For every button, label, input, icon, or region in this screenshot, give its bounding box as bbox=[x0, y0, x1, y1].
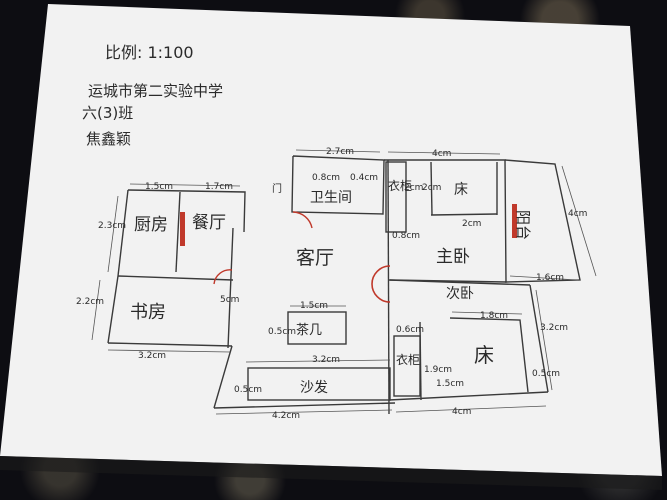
dim-sofa-small: 0.5cm bbox=[234, 385, 262, 395]
dim-balcony-width: 1.6cm bbox=[536, 273, 564, 283]
dim-wardrobe2-height: 1.5cm bbox=[436, 379, 464, 389]
scale-label: 比例: 1:100 bbox=[105, 43, 194, 62]
class-label: 六(3)班 bbox=[82, 104, 133, 122]
room-study: 书房 bbox=[130, 302, 166, 323]
label-door: 门 bbox=[272, 182, 282, 195]
dim-dining-width: 1.7cm bbox=[205, 182, 233, 192]
dim-bed2-width: 1.8cm bbox=[480, 311, 508, 321]
room-kitchen: 厨房 bbox=[134, 215, 168, 235]
room-master: 主卧 bbox=[436, 247, 470, 267]
dim-bath-small: 0.8cm bbox=[312, 173, 340, 183]
dim-bottom-right: 4cm bbox=[452, 407, 471, 417]
school-label: 运城市第二实验中学 bbox=[88, 82, 223, 100]
label-bed-top: 床 bbox=[454, 182, 468, 198]
label-wardrobe-top: 衣柜 bbox=[388, 178, 412, 193]
dim-bed1-height: 2cm bbox=[422, 183, 441, 193]
red-door-marks bbox=[180, 204, 517, 303]
label-tea-table: 茶几 bbox=[296, 322, 322, 338]
author-label: 焦鑫颖 bbox=[86, 130, 131, 148]
dim-sofa-width: 3.2cm bbox=[312, 355, 340, 365]
paper-shadow bbox=[0, 456, 662, 490]
dimension-lines bbox=[91, 149, 597, 415]
dim-kitchen-height: 2.3cm bbox=[98, 221, 126, 231]
room-balcony: 阳台 bbox=[514, 210, 532, 240]
dim-bed1-width: 2cm bbox=[462, 219, 481, 229]
dim-bed2-height: 1.9cm bbox=[424, 365, 452, 375]
dim-second-small: 0.6cm bbox=[396, 325, 424, 335]
dim-bath-small2: 0.4cm bbox=[350, 173, 378, 183]
dim-bottom-left: 4.2cm bbox=[272, 411, 300, 421]
dim-master-width: 4cm bbox=[432, 149, 451, 159]
wall-lines bbox=[107, 155, 581, 415]
dim-wardrobe-height: 2cm bbox=[404, 183, 423, 193]
dim-gap: 0.8cm bbox=[392, 231, 420, 241]
dim-bath-width: 2.7cm bbox=[326, 147, 354, 157]
dim-balcony-height: 4cm bbox=[568, 209, 587, 219]
dim-tea-small: 0.5cm bbox=[268, 327, 296, 337]
label-wardrobe-bottom: 衣柜 bbox=[396, 352, 420, 367]
room-dining: 餐厅 bbox=[192, 213, 226, 233]
room-bathroom: 卫生间 bbox=[310, 190, 352, 206]
dim-study-gap: 5cm bbox=[220, 295, 239, 305]
label-bed-bottom: 床 bbox=[474, 343, 494, 367]
paper-sheet bbox=[0, 4, 662, 476]
dim-second-height: 3.2cm bbox=[540, 323, 568, 333]
room-living: 客厅 bbox=[296, 247, 334, 269]
dim-bed2-gap: 0.5cm bbox=[532, 369, 560, 379]
dim-study-height: 2.2cm bbox=[76, 297, 104, 307]
dim-study-width: 3.2cm bbox=[138, 351, 166, 361]
dim-kitchen-width: 1.5cm bbox=[145, 182, 173, 192]
label-sofa: 沙发 bbox=[300, 380, 328, 396]
room-second: 次卧 bbox=[446, 286, 474, 302]
dim-tea-width: 1.5cm bbox=[300, 301, 328, 311]
